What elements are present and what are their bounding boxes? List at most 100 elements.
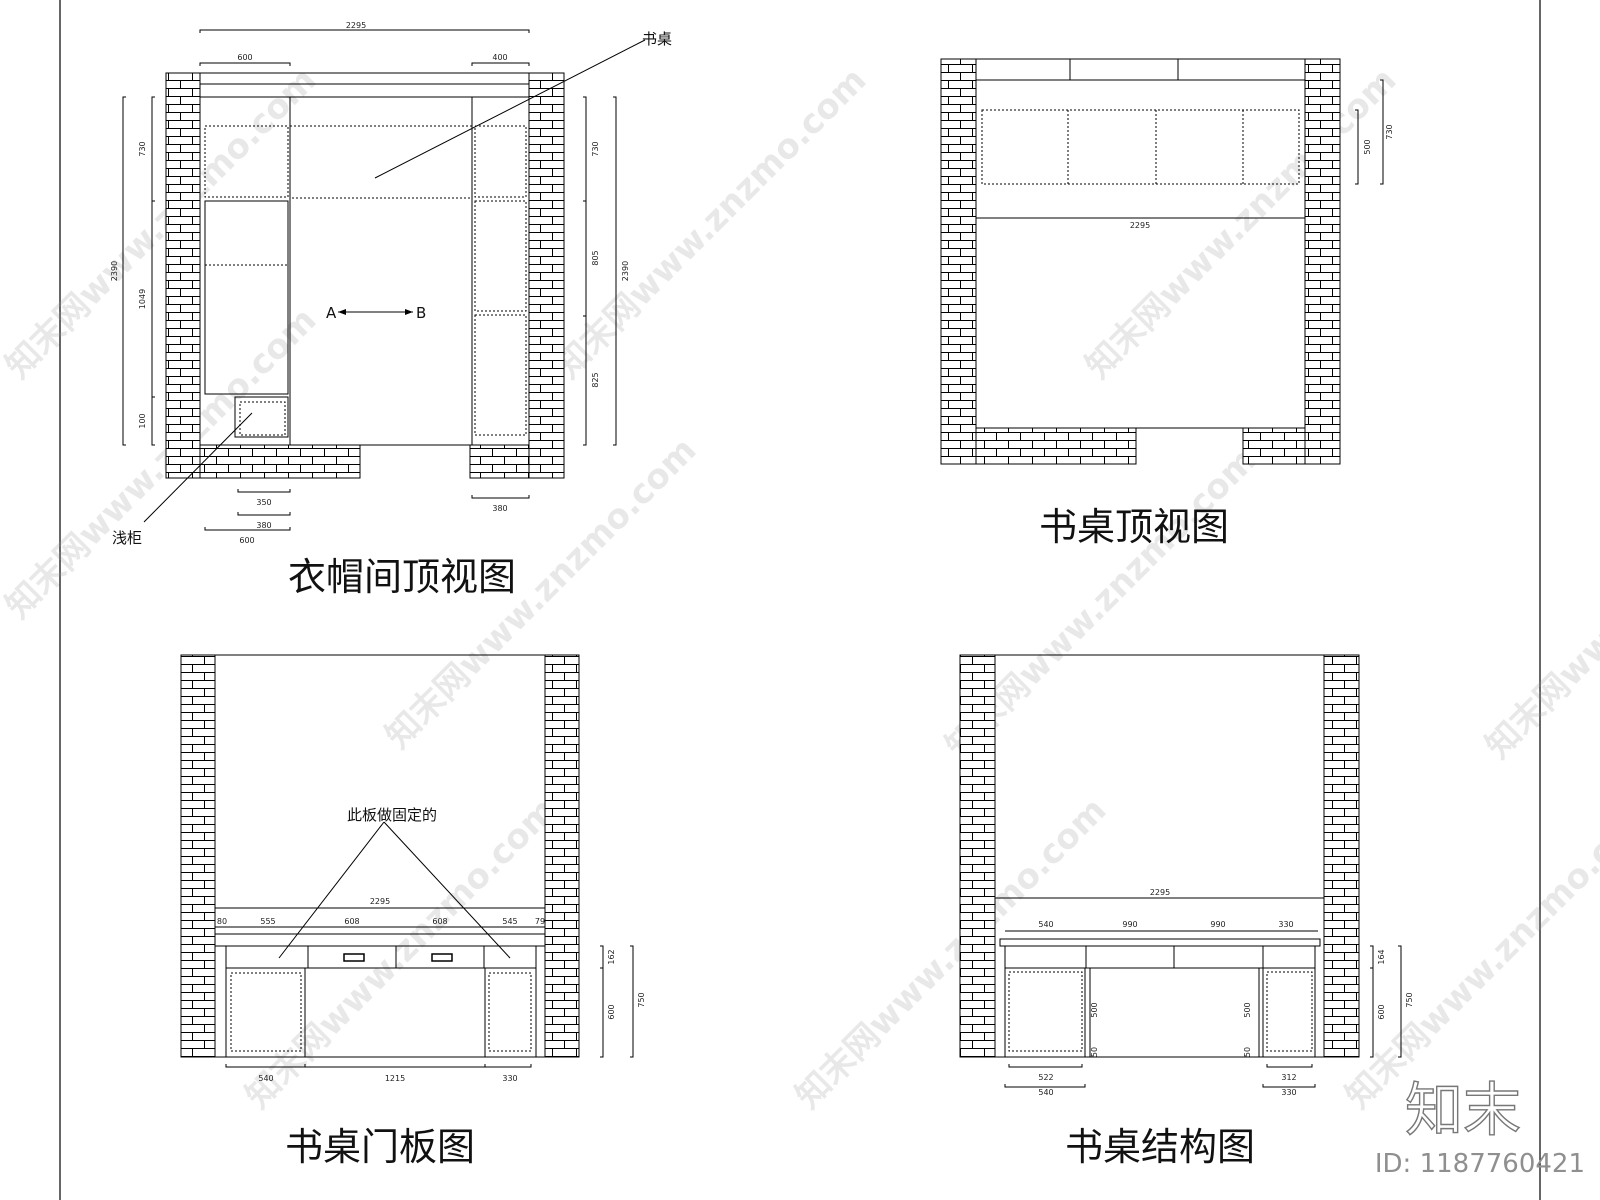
right-cabinet-inner — [1266, 971, 1313, 1052]
dim-right-total: 2390 — [621, 261, 630, 281]
left-cabinet-inner — [1008, 971, 1083, 1052]
dim-right-seg-3: 825 — [591, 372, 600, 387]
dim-seg: 540 — [1038, 920, 1053, 929]
left-cabinet-body — [1004, 967, 1086, 1058]
dim-line — [1004, 1084, 1086, 1088]
dim-line — [1262, 1084, 1316, 1088]
desk-door-view: 2295 80 555 608 608 545 79 此板做固定的 162 60… — [180, 654, 646, 1169]
dim-seg: 555 — [260, 917, 275, 926]
dim-bottom: 330 — [502, 1074, 517, 1083]
dim-seg: 608 — [344, 917, 359, 926]
leader-shallow-cabinet — [143, 412, 253, 523]
dim-bottom-1: 350 — [256, 498, 271, 507]
dim-leg-1: 500 — [1090, 1002, 1099, 1017]
dim-line — [151, 96, 155, 446]
arrow-label-b: B — [416, 304, 426, 322]
wardrobe-top-view: A B 书桌 浅柜 2295 600 400 2390 730 1049 100… — [110, 21, 672, 599]
desk-area — [289, 96, 473, 446]
dim-leg-2: 500 — [1243, 1002, 1252, 1017]
dim-bottom-3: 600 — [239, 536, 254, 545]
dim-line — [583, 96, 587, 446]
dim-right-upper: 400 — [492, 53, 507, 62]
view-title-wardrobe-top: 衣帽间顶视图 — [288, 555, 516, 599]
dim-total-h: 750 — [637, 992, 646, 1007]
dim-seg: 330 — [1278, 920, 1293, 929]
dim-seg: 80 — [217, 917, 227, 926]
arrow-heads — [338, 309, 413, 315]
dim-right-seg-1: 730 — [591, 141, 600, 156]
brick-wall-bottom-left — [199, 444, 361, 479]
dim-bottom: 540 — [258, 1074, 273, 1083]
dim-line — [237, 489, 291, 493]
right-cabinet-body — [1262, 967, 1316, 1058]
dim-body-h: 600 — [1377, 1004, 1386, 1019]
dim-line — [1398, 945, 1402, 1058]
view-title-desk-top: 书桌顶视图 — [1039, 505, 1229, 549]
dim-line — [1008, 1064, 1083, 1068]
brick-wall-left — [165, 72, 201, 479]
dim-line — [122, 96, 126, 446]
dim-left-upper: 600 — [237, 53, 252, 62]
top-rail — [975, 58, 1306, 81]
brick-wall-bottom-right — [469, 444, 530, 479]
right-door-panel — [488, 972, 532, 1052]
brick-wall-right — [1304, 58, 1341, 465]
dim-line — [1370, 945, 1374, 1058]
desk-top-board — [999, 938, 1321, 947]
watermark-text: 知末网www.znzmo.com — [1478, 440, 1600, 766]
dim-line — [237, 512, 291, 516]
label-shallow-cabinet: 浅柜 — [112, 529, 142, 547]
left-cabinet-upper — [204, 125, 289, 198]
desk-body — [225, 967, 537, 1058]
dim-line — [1380, 79, 1384, 185]
desk-top-view: 2295 500 730 书桌顶视图 — [940, 58, 1394, 549]
desk-top-surface — [289, 125, 473, 199]
dim-overall: 2295 — [370, 897, 390, 906]
dim-body-h: 600 — [607, 1004, 616, 1019]
brick-wall-bottom-right — [1242, 427, 1306, 465]
brick-wall-left — [180, 654, 216, 1058]
dim-seg: 545 — [502, 917, 517, 926]
right-cabinet-upper — [474, 125, 527, 198]
dim-line — [600, 945, 604, 1058]
leader-fixed-panel — [278, 821, 385, 959]
brand-logo: 知末 — [1405, 1076, 1521, 1144]
dim-bottom-2: 380 — [256, 521, 271, 530]
brick-wall-bottom-left — [975, 427, 1137, 465]
dim-seg: 990 — [1210, 920, 1225, 929]
image-id: ID: 1187760421 — [1375, 1149, 1585, 1179]
brick-wall-left — [940, 58, 977, 465]
desk-structure-view: 2295 540 990 990 330 500 500 50 50 164 6… — [959, 654, 1414, 1169]
note-fixed-panel: 此板做固定的 — [347, 806, 437, 824]
room-floor — [975, 79, 1306, 429]
shallow-cabinet — [234, 396, 289, 438]
dim-line — [199, 29, 530, 33]
view-title-desk-door: 书桌门板图 — [285, 1125, 475, 1169]
dim-bottom-left-2: 540 — [1038, 1088, 1053, 1097]
dim-seg: 608 — [432, 917, 447, 926]
dim-line — [1266, 1064, 1313, 1068]
desk-top-board — [214, 933, 546, 947]
left-door-panel — [230, 972, 302, 1052]
dim-seg: 79 — [535, 917, 545, 926]
dim-left-seg-3: 100 — [138, 413, 147, 428]
right-cabinet-middle — [474, 200, 527, 312]
brick-wall-right — [544, 654, 580, 1058]
drawer-row — [1004, 945, 1316, 969]
dim-line — [225, 1064, 532, 1068]
dim-bottom-right: 380 — [492, 504, 507, 513]
leader-fixed-panel — [383, 821, 511, 959]
dim-foot-1: 50 — [1090, 1047, 1099, 1057]
label-desk: 书桌 — [642, 30, 672, 48]
left-cabinet-middle — [204, 200, 289, 395]
brick-wall-right — [1323, 654, 1360, 1058]
dim-seg: 990 — [1122, 920, 1137, 929]
dim-line — [199, 62, 291, 66]
right-cabinet-lower — [474, 314, 527, 436]
right-cabinet — [471, 96, 530, 446]
desk-top-surface — [981, 109, 1300, 185]
shallow-cabinet-inner — [239, 401, 286, 436]
dim-left-total: 2390 — [110, 261, 119, 281]
dim-bottom-left-1: 522 — [1038, 1073, 1053, 1082]
